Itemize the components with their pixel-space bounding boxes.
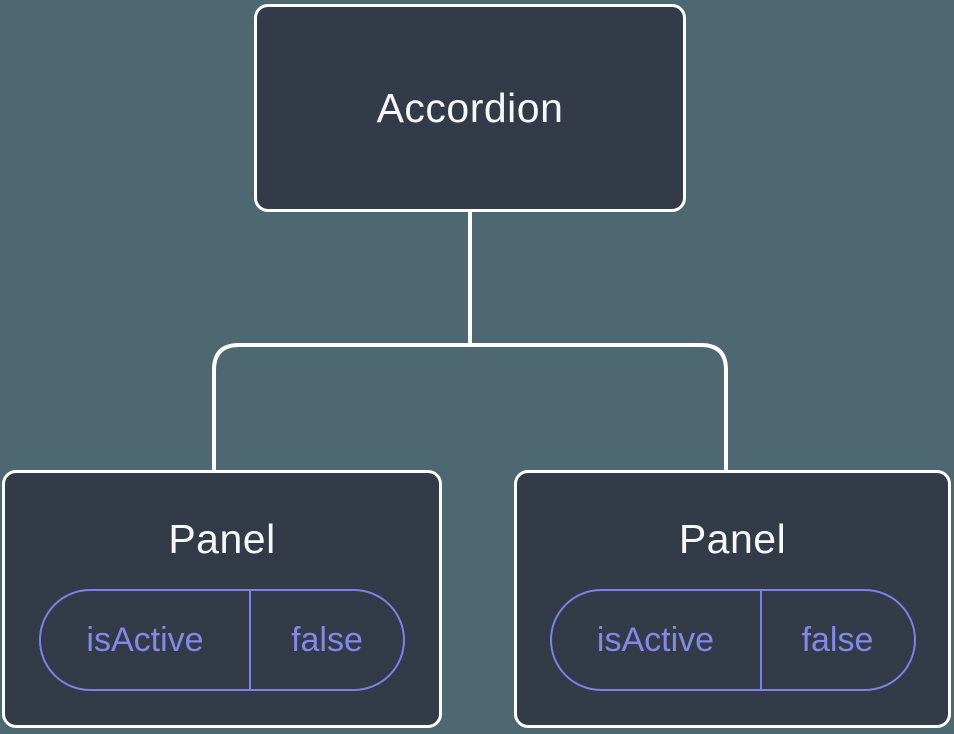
panel-node: Panel isActive false [514,470,951,728]
panel-node: Panel isActive false [2,470,442,728]
state-value-cell: false [291,620,363,659]
state-pill: isActive false [39,589,405,691]
node-title: Panel [168,516,276,562]
state-pill: isActive false [549,589,916,691]
accordion-node: Accordion [254,4,686,212]
state-name-cell: isActive [552,591,762,689]
state-name-cell: isActive [41,591,251,689]
node-title: Panel [678,516,787,562]
connector-bracket [212,343,728,472]
state-value-cell: false [801,620,874,659]
node-title: Accordion [376,85,564,131]
